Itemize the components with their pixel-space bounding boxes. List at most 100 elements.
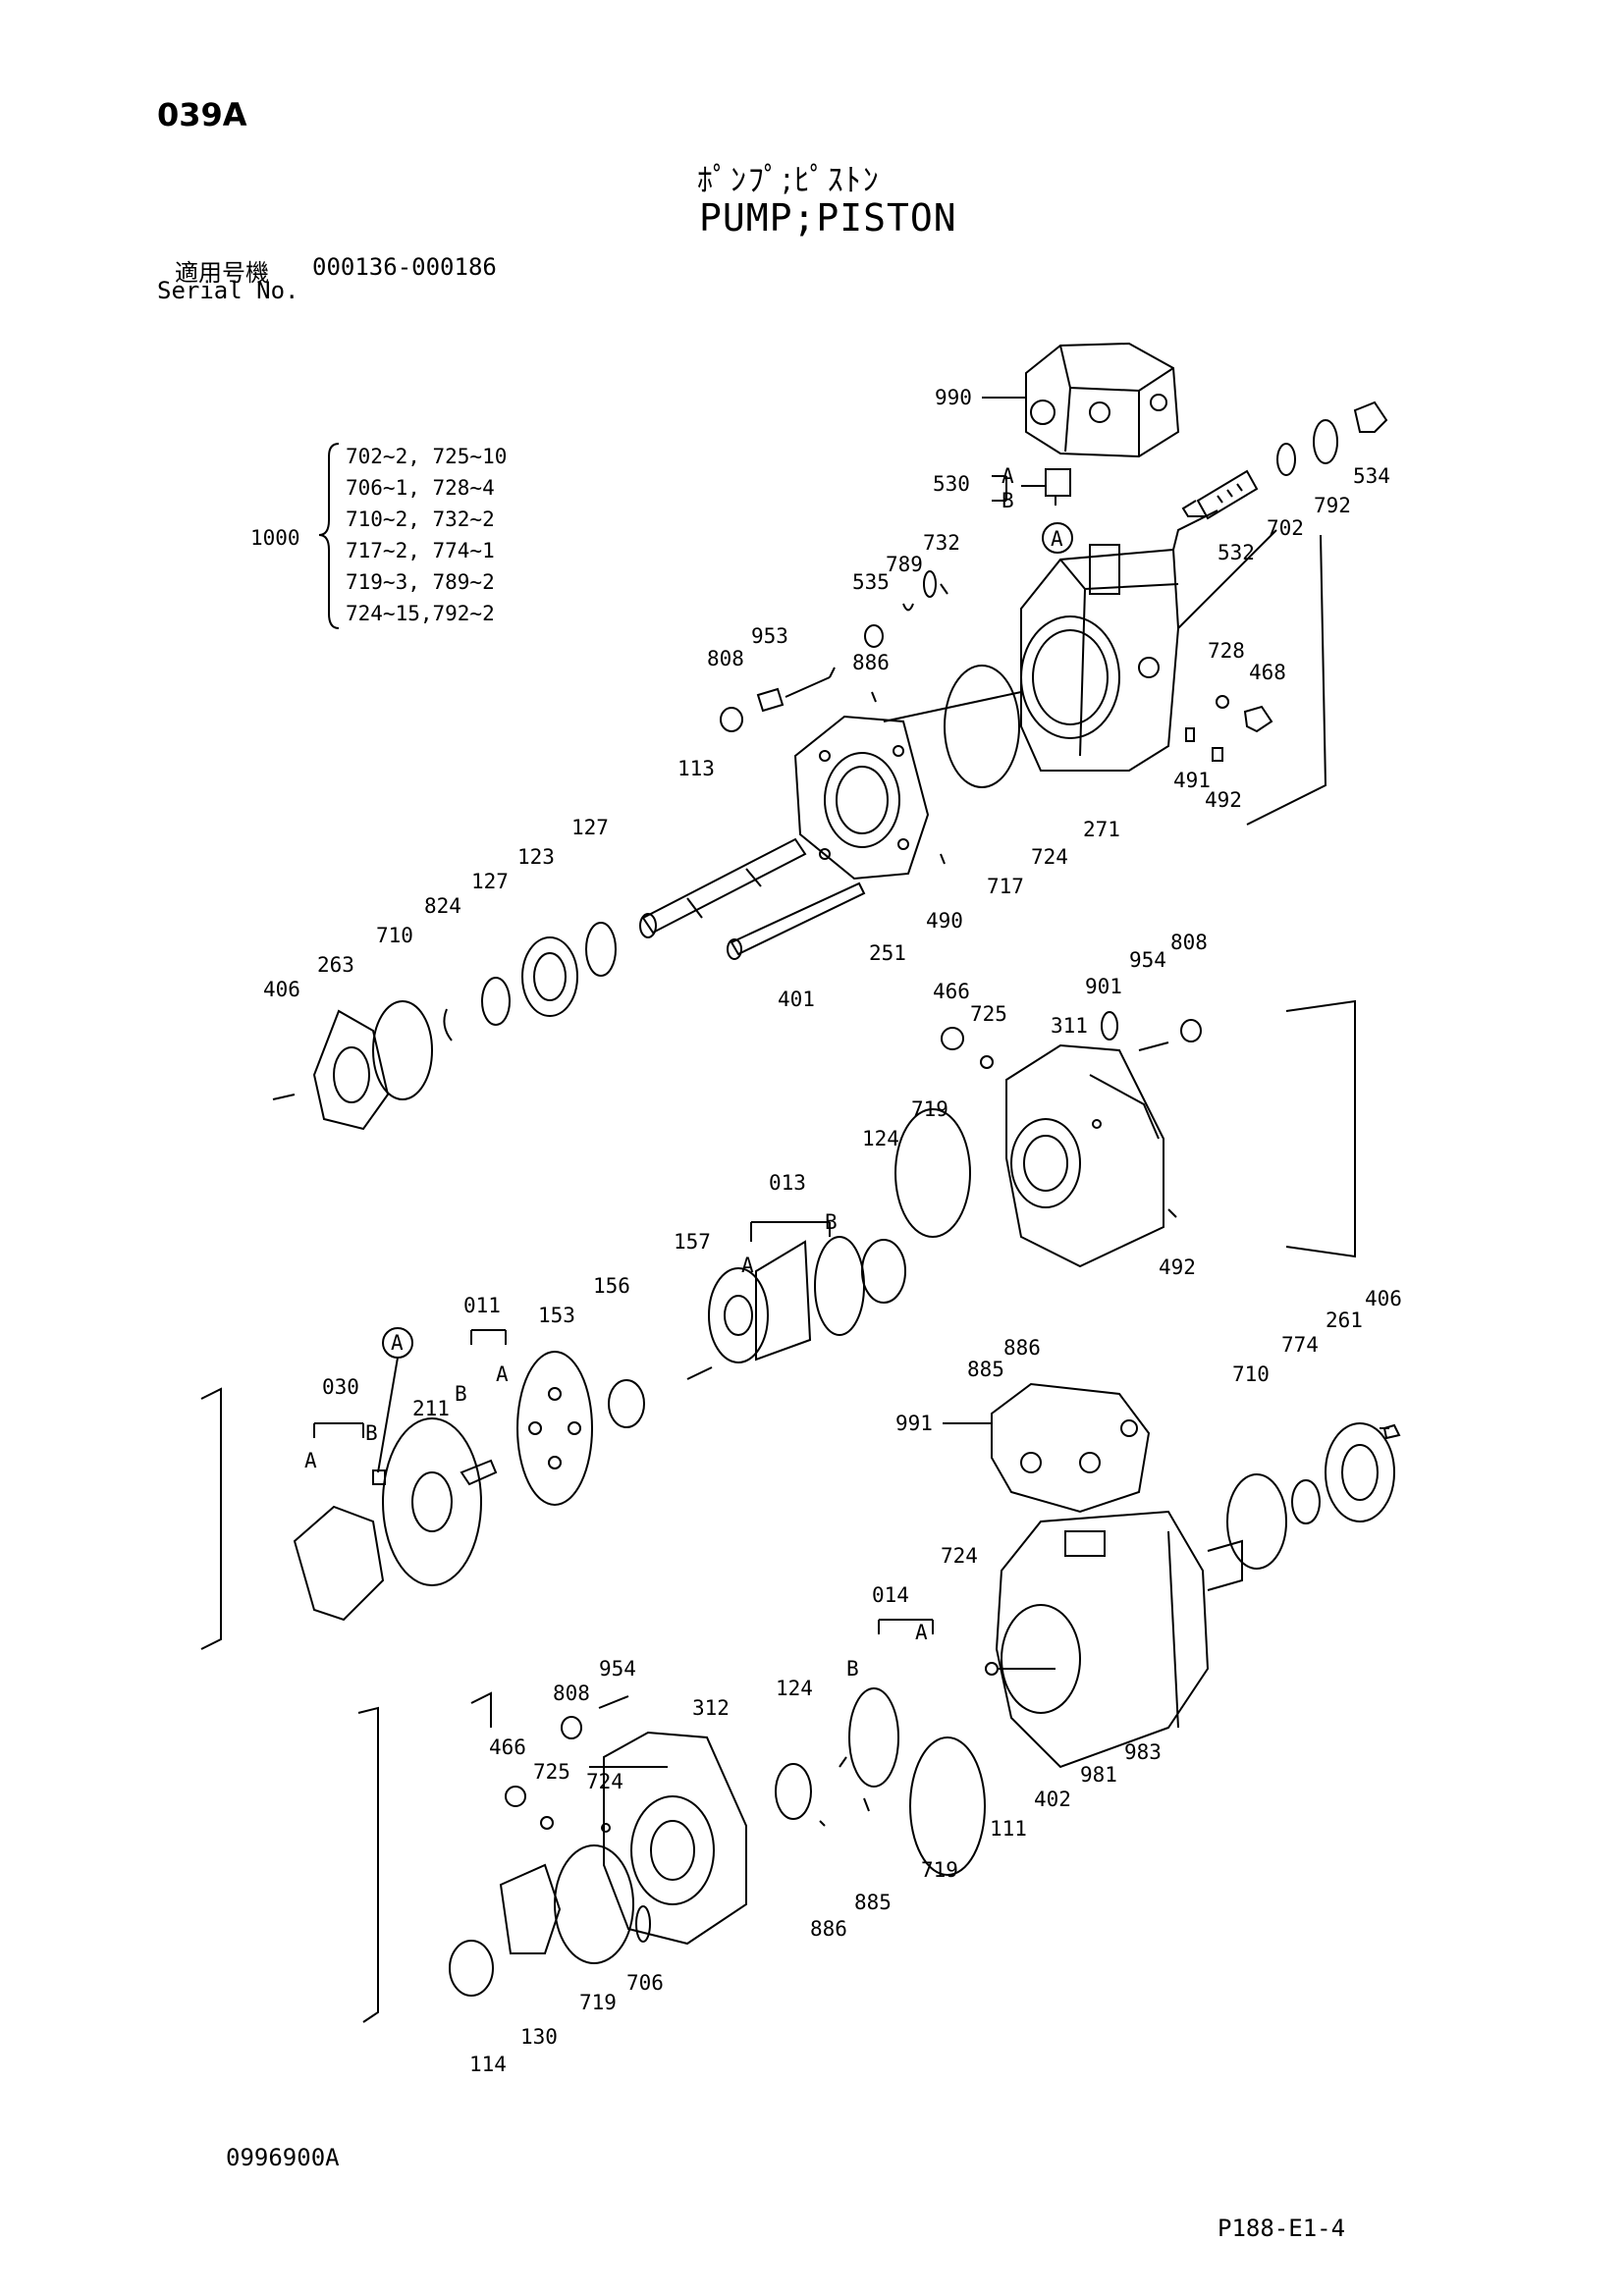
casing-lower (995, 1510, 1243, 1769)
part-callout: B (825, 1210, 838, 1234)
oring-725-lower (540, 1816, 554, 1830)
oring-706 (635, 1905, 651, 1943)
oring-732 (923, 570, 937, 598)
casing-311 (1005, 1043, 1164, 1268)
part-callout: B (455, 1382, 467, 1406)
bearing-124-lower (775, 1763, 812, 1820)
part-callout: 111 (990, 1817, 1027, 1841)
title-japanese: ﾎﾟﾝﾌﾟ;ﾋﾟｽﾄﾝ (697, 161, 881, 198)
part-callout: 991 (895, 1412, 933, 1435)
oring-702 (1276, 443, 1296, 476)
bolt-401 (730, 881, 866, 956)
part-callout: 885 (854, 1891, 892, 1914)
part-callout: 789 (886, 553, 923, 576)
part-callout: 808 (553, 1682, 590, 1705)
part-callout: A (1051, 527, 1063, 551)
part-callout: A (496, 1362, 509, 1386)
ring-774 (1291, 1479, 1321, 1524)
part-callout: 406 (263, 978, 300, 1001)
regulator-990 (982, 342, 1180, 458)
circle-ref-a-1 (1042, 522, 1073, 554)
part-callout: B (846, 1657, 859, 1681)
fitting-530 (1045, 468, 1071, 506)
part-callout: 402 (1034, 1788, 1071, 1811)
part-callout: A (304, 1449, 317, 1472)
bracket-left-lower (200, 1387, 222, 1650)
part-callout: 717 (987, 875, 1024, 898)
part-callout: 030 (322, 1375, 359, 1399)
part-callout: B (1001, 489, 1014, 512)
nut-808-upper (720, 707, 743, 732)
part-callout: 706 (626, 1971, 664, 1995)
part-callout: 156 (593, 1274, 630, 1298)
bracket-030 (313, 1422, 364, 1438)
part-callout: 886 (852, 651, 890, 674)
kit-row: 702~2, 725~10 (346, 445, 507, 468)
part-callout: 406 (1365, 1287, 1402, 1310)
part-callout: 124 (776, 1677, 813, 1700)
bracket-011 (470, 1329, 507, 1345)
plug-492-upper (1212, 747, 1223, 762)
drawing-number: 0996900A (226, 2144, 340, 2171)
guide-156 (608, 1379, 645, 1428)
nut-808-lower (561, 1716, 582, 1739)
gear-130 (499, 1863, 562, 1954)
nut-808-mid (1180, 1019, 1202, 1042)
part-callout: 401 (778, 988, 815, 1011)
part-callout: A (1001, 464, 1014, 488)
part-callout: 014 (872, 1583, 909, 1607)
shaft-113 (639, 837, 807, 938)
part-callout: 271 (1083, 818, 1120, 841)
kit-row: 706~1, 728~4 (346, 476, 495, 500)
part-callout: 532 (1218, 541, 1255, 564)
oring-719-upper (894, 1108, 971, 1238)
part-callout: 954 (599, 1657, 636, 1681)
plug-728 (1216, 695, 1229, 709)
part-callout: 953 (751, 624, 788, 648)
part-callout: 530 (933, 472, 970, 496)
part-callout: 491 (1173, 769, 1211, 792)
part-callout: 490 (926, 909, 963, 933)
part-callout: 710 (376, 924, 413, 947)
part-callout: 702 (1267, 516, 1304, 540)
part-callout: 312 (692, 1696, 730, 1720)
plate-263 (312, 1009, 390, 1131)
part-callout: 808 (1170, 931, 1208, 954)
part-callout: 886 (810, 1917, 847, 1941)
cover-251 (793, 691, 1022, 881)
part-callout: 885 (967, 1358, 1004, 1381)
kit-row: 724~15,792~2 (346, 602, 495, 625)
part-callout: 901 (1085, 975, 1122, 998)
part-callout: 724 (941, 1544, 978, 1568)
part-callout: 124 (862, 1127, 899, 1150)
plug-724-lower (601, 1823, 611, 1833)
part-callout: 710 (1232, 1362, 1270, 1386)
plug-492-lower (1167, 1208, 1177, 1218)
part-callout: 127 (571, 816, 609, 839)
bearing-114 (449, 1940, 494, 1997)
bolt-406-left (272, 1094, 296, 1100)
bracket-left-bottom (357, 1706, 379, 2023)
part-callout: 990 (935, 386, 972, 409)
spring-157 (686, 1366, 713, 1380)
part-callout: 981 (1080, 1763, 1117, 1787)
bushing-030-b (372, 1469, 386, 1485)
part-callout: 732 (923, 531, 960, 555)
part-callout: 983 (1124, 1740, 1162, 1764)
stud-954-upper (1138, 1041, 1169, 1051)
part-callout: 153 (538, 1304, 575, 1327)
pump-casing-271 (1020, 509, 1327, 826)
ring-789 (902, 603, 914, 612)
part-callout: 824 (424, 894, 461, 918)
part-callout: 534 (1353, 464, 1390, 488)
oring-710-upper (372, 1000, 433, 1100)
bearing-123 (521, 936, 578, 1017)
ring-792 (1313, 419, 1338, 464)
serial-range: 000136-000186 (312, 253, 497, 281)
retainer-153 (516, 1351, 593, 1506)
part-callout: 127 (471, 870, 509, 893)
part-callout: 808 (707, 647, 744, 670)
ring-127-right (585, 922, 617, 977)
oring-710-lower (1226, 1473, 1287, 1570)
